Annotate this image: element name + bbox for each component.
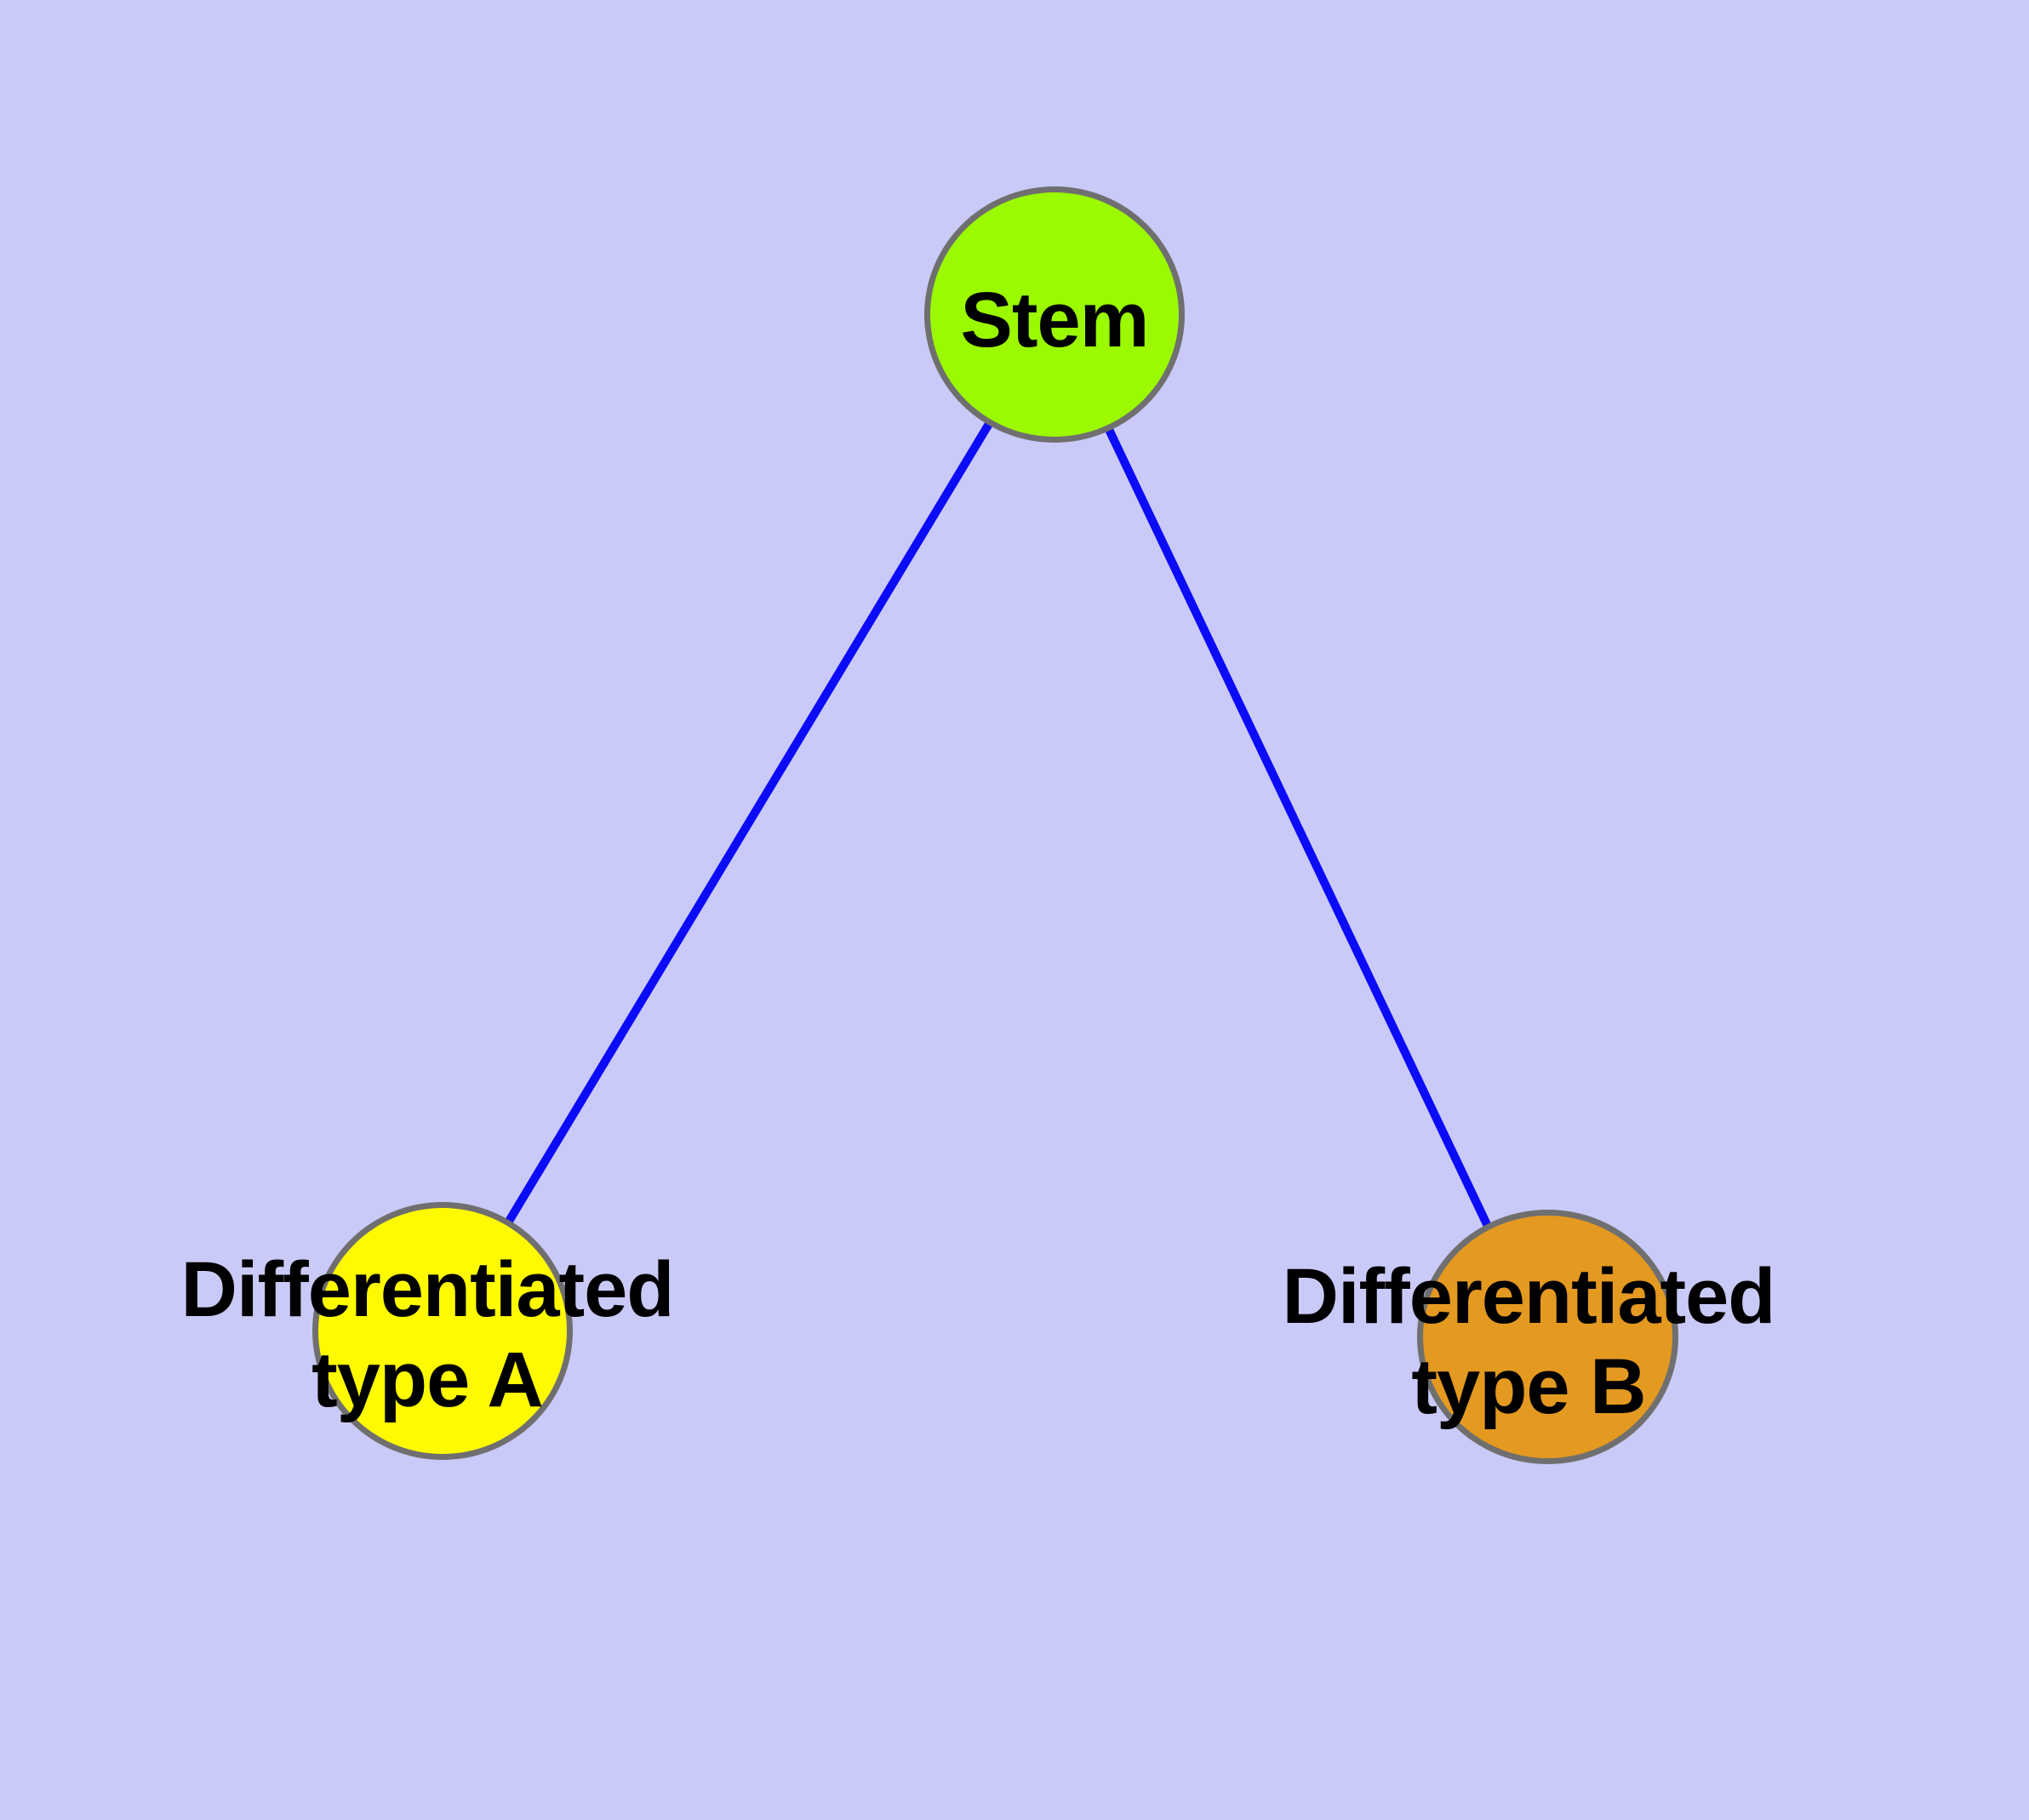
node-stem-label: Stem [960, 277, 1150, 363]
edge-stem-to-type-a [438, 311, 1059, 1336]
node-differentiated-type-b [1417, 1210, 1678, 1464]
node-differentiated-type-a-label: Differentiated type A [180, 1246, 675, 1423]
edge-stem-to-type-b [1050, 311, 1546, 1345]
node-differentiated-type-a [312, 1202, 573, 1460]
node-stem [924, 186, 1185, 443]
node-differentiated-type-b-label: Differentiated type B [1282, 1253, 1776, 1430]
